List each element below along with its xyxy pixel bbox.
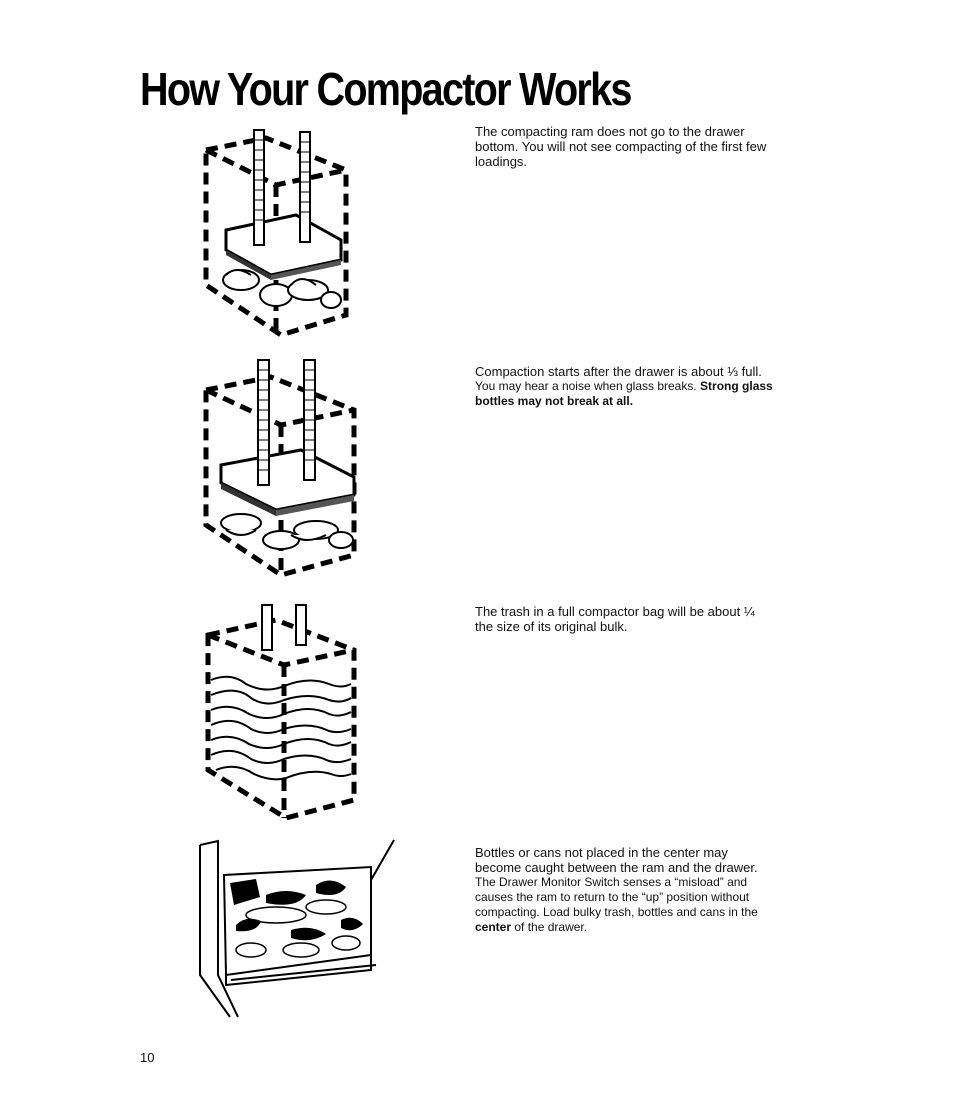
- section-2-note-text: You may hear a noise when glass breaks.: [475, 379, 697, 393]
- section-2-note: You may hear a noise when glass breaks. …: [475, 379, 775, 409]
- section-3-paragraph: The trash in a full compactor bag will b…: [475, 604, 755, 634]
- section-2-note-bold: Strong glass bottles may not break at al…: [475, 379, 773, 408]
- section-4-note-bold: center: [475, 920, 512, 934]
- open-drawer-trash-icon: [196, 835, 396, 1020]
- section-4-note: The Drawer Monitor Switch senses a “misl…: [475, 875, 775, 935]
- section-1-text: The compacting ram does not go to the dr…: [475, 124, 775, 169]
- page-title: How Your Compactor Works: [140, 63, 632, 115]
- section-2-text: Compaction starts after the drawer is ab…: [475, 364, 775, 409]
- compactor-ram-one-third-icon: [196, 355, 366, 580]
- section-4-paragraph: Bottles or cans not placed in the center…: [475, 845, 758, 875]
- page-number: 10: [140, 1050, 155, 1065]
- section-4-note-end: of the drawer.: [514, 920, 588, 934]
- section-4-note-text: The Drawer Monitor Switch senses a “misl…: [475, 875, 758, 919]
- compactor-full-bag-icon: [196, 600, 366, 820]
- compactor-ram-empty-icon: [196, 120, 361, 345]
- section-2-paragraph: Compaction starts after the drawer is ab…: [475, 364, 762, 379]
- section-3-text: The trash in a full compactor bag will b…: [475, 604, 775, 634]
- section-1-paragraph: The compacting ram does not go to the dr…: [475, 124, 767, 169]
- section-4-text: Bottles or cans not placed in the center…: [475, 845, 775, 935]
